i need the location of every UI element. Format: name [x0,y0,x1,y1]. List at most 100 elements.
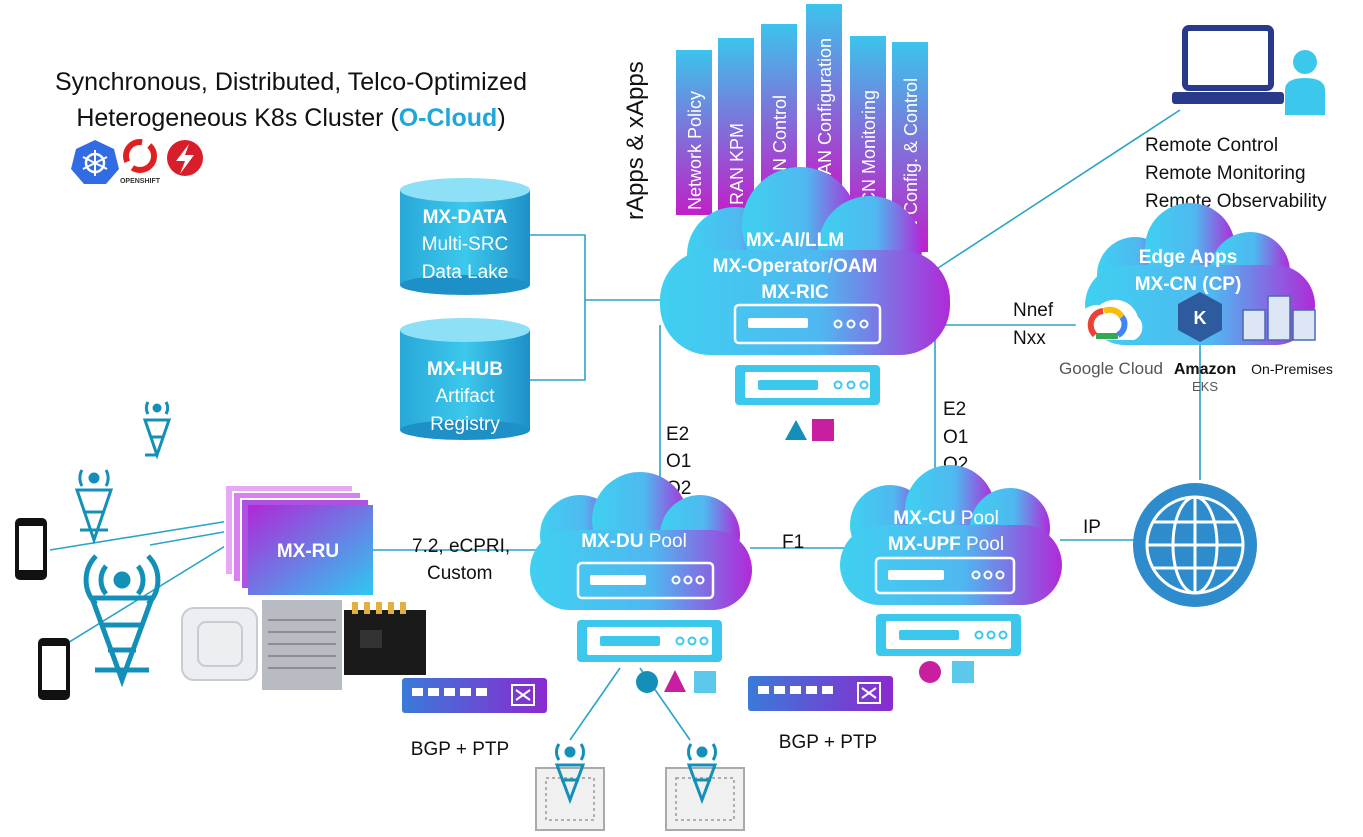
edge-apps-cloud: Edge Apps MX-CN (CP) K [1075,203,1316,345]
title-line2-prefix: Heterogeneous K8s Cluster ( [76,104,399,132]
upf-label-rest: Pool [961,534,1004,555]
title-line2-suffix: ) [497,104,505,132]
square-icon [694,671,716,693]
app-bar-cn-monitoring: CN Monitoring [850,36,886,221]
ric-line3: MX-RIC [761,282,829,303]
mx-data-store: MX-DATA Multi-SRC Data Lake [400,178,530,295]
mx-hub-line2: Registry [430,414,500,435]
phone-icon [38,638,70,700]
svg-text:K: K [1194,308,1207,328]
mx-hub-line1: Artifact [435,386,495,407]
laptop-icon [1172,25,1284,104]
ric-line1: MX-AI/LLM [746,230,844,251]
ric-server-icon [735,365,880,405]
radio-unit-hardware [181,600,426,690]
lightning-icon [167,140,203,176]
du-label-bold: MX-DU [581,531,643,552]
switch-left [402,678,547,713]
person-icon [1285,50,1325,115]
f1-label: F1 [782,532,804,553]
app-bar-network-policy: Network Policy [676,50,712,215]
platform-logos: OPENSHIFT [71,139,203,185]
ric-cloud: MX-AI/LLM MX-Operator/OAM MX-RIC [660,167,950,355]
o1-left-label: O1 [666,451,691,472]
app-bar-ran-kpm: RAN KPM [718,38,754,213]
switch-right-label: BGP + PTP [779,732,877,753]
cell-tower-icon [83,554,161,688]
globe-icon [1133,483,1257,607]
remote-control-label: Remote Control [1145,135,1278,156]
mx-data-line2: Data Lake [422,262,509,283]
svg-text:CN Config. & Control: CN Config. & Control [901,78,921,246]
du-shape-markers [636,670,716,693]
ip-label: IP [1083,517,1101,538]
cu-server-icon [876,614,1021,656]
fronthaul-label-2: Custom [427,563,492,584]
page-title: Synchronous, Distributed, Telco-Optimize… [55,68,527,132]
du-server-icon [577,620,722,662]
square-icon [952,661,974,683]
cu-shape-markers [919,661,974,683]
svg-text:RAN KPM: RAN KPM [727,123,747,205]
square-icon [812,419,834,441]
phone-icon [15,518,47,580]
mx-ru-stack: MX-RU [224,484,373,595]
radio-unit-bottom-left [535,743,605,831]
radio-unit-bottom-right [665,743,745,831]
openshift-label: OPENSHIFT [120,178,161,185]
cell-tower-icon [142,401,172,460]
fronthaul-label-1: 7.2, eCPRI, [412,536,510,557]
title-ocloud: O-Cloud [399,104,498,132]
upf-label-bold: MX-UPF [888,534,961,555]
svg-text:MX-DU Pool: MX-DU Pool [581,531,687,552]
du-cloud: MX-DU Pool [530,472,752,610]
nnef-label: Nnef [1013,300,1054,321]
circle-icon [919,661,941,683]
mx-data-title: MX-DATA [423,207,508,228]
edge-cn-label: MX-CN (CP) [1135,274,1242,295]
google-cloud-label: Google Cloud [1059,359,1163,378]
circle-icon [636,671,658,693]
mx-hub-title: MX-HUB [427,359,503,380]
svg-text:Synchronous, Distributed, Telc: Synchronous, Distributed, Telco-Optimize… [55,68,527,96]
mx-hub-store: MX-HUB Artifact Registry [400,318,530,440]
server-icon [733,303,882,345]
amazon-label: Amazon [1174,361,1236,378]
du-label-rest: Pool [643,531,686,552]
link-labels: Nnef Nxx E2 O1 O2 E2 O1 O2 7.2, eCPRI, C… [412,300,1101,584]
ric-line2: MX-Operator/OAM [713,256,878,277]
e2-right-label: E2 [943,399,966,420]
openshift-icon: OPENSHIFT [120,139,161,185]
remote-monitoring-label: Remote Monitoring [1145,163,1306,184]
edge-apps-title: Edge Apps [1139,247,1238,268]
google-cloud-icon [1075,299,1143,340]
mx-ru-label: MX-RU [277,541,339,562]
connection-lines [39,109,1201,741]
nxx-label: Nxx [1013,328,1046,349]
cu-label-rest: Pool [955,508,998,529]
server-icon [576,561,715,600]
ric-shape-markers [785,419,834,441]
svg-text:RAN Configuration: RAN Configuration [815,38,835,188]
e2-left-label: E2 [666,424,689,445]
server-icon [874,556,1016,595]
on-premises-label: On-Premises [1251,361,1333,377]
title-line1: Synchronous, Distributed, Telco-Optimize… [55,68,527,96]
o1-right-label: O1 [943,427,968,448]
on-premises-icon [1242,295,1316,341]
eks-icon: K [1178,292,1222,342]
app-bar-ran-configuration: RAN Configuration [806,4,842,194]
triangle-icon [664,670,686,692]
svg-text:MX-CU Pool: MX-CU Pool [893,508,999,529]
apps-label: rApps & xApps [622,61,649,220]
app-bars: Network Policy RAN KPM RAN Control RAN C… [676,4,928,252]
triangle-icon [785,420,807,440]
cell-tower-icon [74,469,114,545]
kubernetes-icon [71,140,119,184]
svg-text:MX-UPF Pool: MX-UPF Pool [888,534,1004,555]
svg-text:CN Monitoring: CN Monitoring [859,90,879,205]
svg-text:Heterogeneous K8s Cluster (O-C: Heterogeneous K8s Cluster (O-Cloud) [76,104,505,132]
eks-label: EKS [1192,379,1218,394]
cu-label-bold: MX-CU [893,508,955,529]
